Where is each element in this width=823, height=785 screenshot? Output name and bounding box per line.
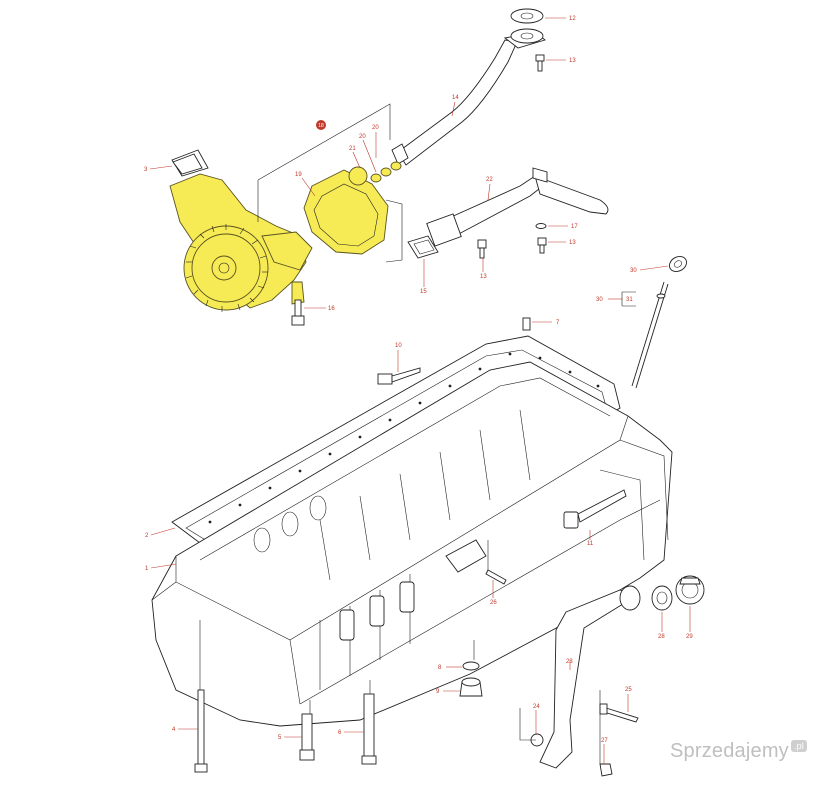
callout-9: 9 — [436, 689, 440, 695]
connector-lines — [199, 540, 601, 764]
bracket-bolt-25 — [599, 703, 639, 723]
callout-23: 23 — [566, 659, 573, 665]
dowel-7 — [522, 317, 531, 331]
callout-26: 26 — [490, 600, 497, 606]
group-bracket-18 — [257, 103, 391, 222]
callout-20-upper: 20 — [372, 125, 379, 131]
callout-18: 18 — [318, 123, 324, 129]
watermark-tld: .pl — [790, 740, 807, 752]
watermark-brand: Sprzedajemy — [669, 740, 789, 762]
callout-25: 25 — [625, 687, 632, 693]
callout-18-marker: 18 — [316, 120, 326, 130]
dipstick — [631, 256, 687, 389]
callout-6: 6 — [338, 730, 342, 736]
callout-7: 7 — [556, 320, 560, 326]
pipe-support-bracket — [426, 167, 609, 247]
callout-30-lower: 30 — [596, 297, 603, 303]
bolt-16 — [291, 299, 305, 326]
stud-5 — [299, 713, 315, 761]
group-bracket-pipe — [385, 199, 403, 263]
drain-plug-9 — [459, 677, 483, 697]
filler-pipe-23 — [539, 585, 673, 769]
callout-4: 4 — [172, 727, 176, 733]
callout-27: 27 — [601, 738, 608, 744]
callout-leaders — [149, 17, 691, 764]
o-rings-20-21 — [370, 161, 402, 183]
bolt-10 — [377, 367, 421, 385]
callout-13-right: 13 — [569, 240, 576, 246]
callout-31-box: 31 — [621, 291, 636, 307]
callout-29: 29 — [686, 634, 693, 640]
oil-pump-assembly — [169, 149, 313, 312]
bolt-11 — [563, 489, 627, 529]
bolt-4 — [194, 689, 208, 773]
callout-1: 1 — [145, 566, 149, 572]
callout-11: 11 — [587, 541, 594, 547]
callout-13-mid: 13 — [480, 274, 487, 280]
callout-8: 8 — [438, 665, 442, 671]
callout-28: 28 — [658, 634, 665, 640]
callout-10: 10 — [395, 343, 402, 349]
bolt-13-top — [535, 54, 545, 72]
callout-2: 2 — [145, 533, 149, 539]
gasket-3 — [172, 153, 203, 175]
watermark: Sprzedajemy.pl — [670, 740, 807, 763]
flange-gasket-15 — [407, 235, 439, 259]
callout-labels: 3 2 1 4 5 6 7 8 9 10 11 12 13 13 13 14 1… — [144, 16, 693, 744]
callout-12: 12 — [569, 16, 576, 22]
bolts-13 — [477, 223, 547, 259]
nut-27 — [599, 763, 613, 777]
drain-washer-8 — [462, 661, 480, 671]
callout-17: 17 — [571, 224, 578, 230]
callout-3: 3 — [144, 167, 148, 173]
callout-13-top: 13 — [569, 58, 576, 64]
pump-cover-19 — [303, 166, 389, 255]
stud-26 — [485, 569, 507, 585]
callout-31: 31 — [626, 297, 633, 303]
callout-5: 5 — [278, 735, 282, 741]
suction-pipe — [391, 8, 546, 166]
bolt-6 — [361, 693, 377, 765]
callout-22: 22 — [486, 177, 493, 183]
filler-cap-29 — [675, 575, 705, 605]
callout-30-upper: 30 — [630, 268, 637, 274]
callout-14: 14 — [452, 95, 459, 101]
oil-pan — [151, 361, 673, 727]
callout-16: 16 — [328, 306, 335, 312]
callout-20-lower: 20 — [359, 134, 366, 140]
callout-19: 19 — [295, 172, 302, 178]
callout-15: 15 — [420, 289, 427, 295]
callout-24: 24 — [533, 704, 540, 710]
callout-21: 21 — [349, 146, 356, 152]
